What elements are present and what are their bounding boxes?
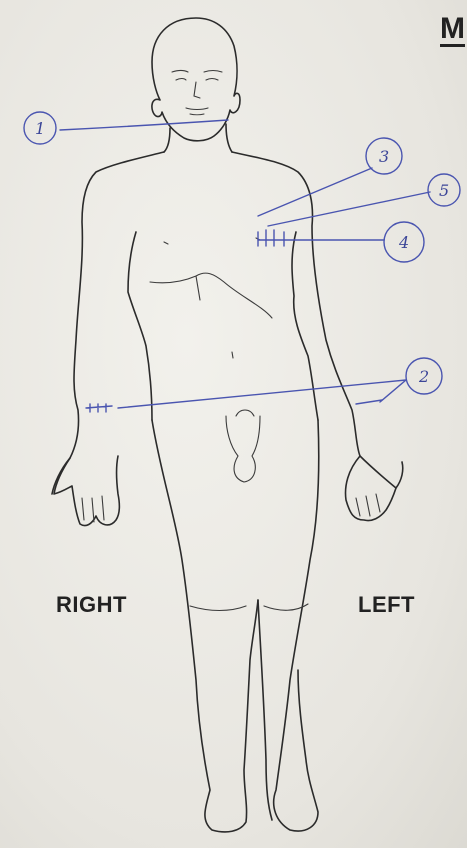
- leader-line-3: [258, 168, 372, 216]
- right-side-label: RIGHT: [56, 592, 127, 618]
- marker-5-number: 5: [439, 181, 449, 200]
- marker-1: 1: [24, 112, 56, 144]
- torso-outline: [52, 152, 396, 494]
- left-side-label: LEFT: [358, 592, 415, 618]
- finger-lines: [82, 494, 380, 522]
- face-features: [172, 71, 222, 115]
- marker-4-number: 4: [398, 233, 409, 252]
- left-hand: [346, 456, 403, 521]
- wound-ticks-chest: [258, 230, 284, 246]
- knee-shading: [190, 604, 308, 611]
- nipples: [164, 238, 260, 244]
- marker-2: 2: [406, 358, 442, 394]
- groin-detail: [226, 410, 260, 482]
- inner-arm-right: [128, 232, 152, 420]
- marker-3: 3: [366, 138, 402, 174]
- marker-1-number: 1: [35, 119, 45, 138]
- marker-4: 4: [384, 222, 424, 262]
- marker-3-number: 3: [379, 147, 389, 166]
- leader-line-2: [118, 380, 406, 408]
- leader-line-1: [60, 120, 228, 130]
- wound-ticks-right-wrist: [86, 404, 112, 412]
- marker-2-number: 2: [418, 367, 429, 386]
- inner-legs: [258, 600, 272, 820]
- wound-ticks-left-wrist: [356, 400, 382, 404]
- leader-line-5: [268, 192, 430, 226]
- chest-lines: [150, 273, 272, 358]
- legs-outline: [152, 420, 319, 832]
- marker-5: 5: [428, 174, 460, 206]
